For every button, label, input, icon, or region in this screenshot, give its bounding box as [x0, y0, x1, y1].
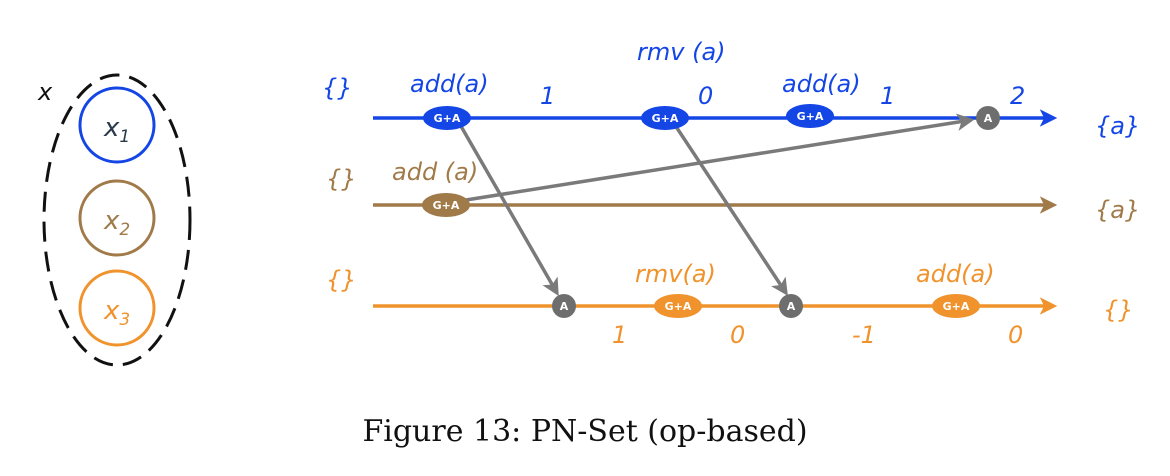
timeline-x2: {} {a} add (a) — [326, 158, 1140, 224]
timeline-x2-op-1: add (a) — [392, 158, 478, 186]
timeline-x3-count-2: 0 — [730, 321, 745, 349]
replica-x1: x1 — [78, 86, 156, 164]
timeline-x3-count-3: -1 — [852, 321, 876, 349]
replica-x1-circle — [78, 86, 156, 164]
badge-x1-event-3: G+A — [786, 104, 834, 128]
timeline-x1-op-1: add(a) — [410, 70, 489, 98]
replica-x3-label: x3 — [103, 296, 130, 330]
badge-x3-event-4: G+A — [932, 294, 980, 318]
badge-x1-event-4: A — [976, 106, 1000, 130]
svg-text:A: A — [560, 300, 569, 313]
svg-text:G+A: G+A — [652, 112, 679, 125]
message-arrows — [446, 113, 975, 297]
badge-x2-event-1: G+A — [422, 193, 470, 217]
message-x1-add-to-x3 — [456, 120, 559, 297]
timeline-x3: {} {} 1 rmv(a) 0 -1 add(a) 0 — [326, 260, 1134, 349]
replica-x3: x3 — [78, 269, 156, 347]
replica-x2-label: x2 — [103, 206, 130, 240]
timeline-x2-initial-state: {} — [326, 165, 357, 193]
timeline-x1-count-4: 2 — [1010, 82, 1025, 110]
badge-x1-event-1: G+A — [423, 106, 471, 130]
timeline-x1-initial-state: {} — [322, 74, 353, 102]
timeline-x1-op-3: add(a) — [782, 70, 861, 98]
replica-set-label: x — [37, 78, 53, 106]
svg-text:G+A: G+A — [943, 300, 970, 313]
replica-x2: x2 — [78, 179, 156, 257]
badge-x3-event-3: A — [779, 294, 803, 318]
timeline-x1: {} {a} add(a) 1 rmv (a) 0 add(a) 1 2 — [322, 38, 1140, 140]
badge-x3-event-1: A — [552, 294, 576, 318]
message-x1-rmv-to-x3 — [671, 121, 788, 296]
message-x2-add-to-x1 — [446, 113, 975, 205]
replica-set-boundary — [42, 73, 192, 367]
replica-set: x x1 x2 x3 — [37, 73, 192, 367]
timeline-x3-final-state: {} — [1103, 296, 1134, 324]
timeline-x1-op-2: rmv (a) — [637, 38, 726, 66]
svg-text:G+A: G+A — [797, 110, 824, 123]
timeline-x3-op-4: add(a) — [916, 260, 995, 288]
timeline-x1-count-1: 1 — [540, 82, 555, 110]
figure-caption: Figure 13: PN-Set (op-based) — [362, 414, 808, 449]
svg-text:A: A — [787, 300, 796, 313]
timeline-x1-final-state: {a} — [1095, 112, 1140, 140]
timeline-x1-count-2: 0 — [698, 82, 713, 110]
timeline-x3-count-4: 0 — [1008, 321, 1023, 349]
svg-text:A: A — [984, 112, 993, 125]
svg-text:G+A: G+A — [433, 199, 460, 212]
replica-x1-label: x1 — [103, 113, 130, 147]
timeline-x1-count-3: 1 — [880, 82, 895, 110]
timeline-x3-count-1: 1 — [612, 321, 627, 349]
badge-x1-event-2: G+A — [641, 106, 689, 130]
timeline-x2-final-state: {a} — [1095, 196, 1140, 224]
replica-x3-circle — [78, 269, 156, 347]
replica-x2-circle — [78, 179, 156, 257]
timeline-x3-op-2: rmv(a) — [635, 260, 716, 288]
svg-text:G+A: G+A — [665, 300, 692, 313]
badge-x3-event-2: G+A — [654, 294, 702, 318]
event-badges: G+A G+A G+A A G+A A G+A A — [422, 104, 1000, 318]
pn-set-diagram: x x1 x2 x3 {} {a} add(a) 1 rmv (a) 0 add… — [37, 38, 1140, 367]
timeline-x3-initial-state: {} — [326, 266, 357, 294]
svg-text:G+A: G+A — [434, 112, 461, 125]
